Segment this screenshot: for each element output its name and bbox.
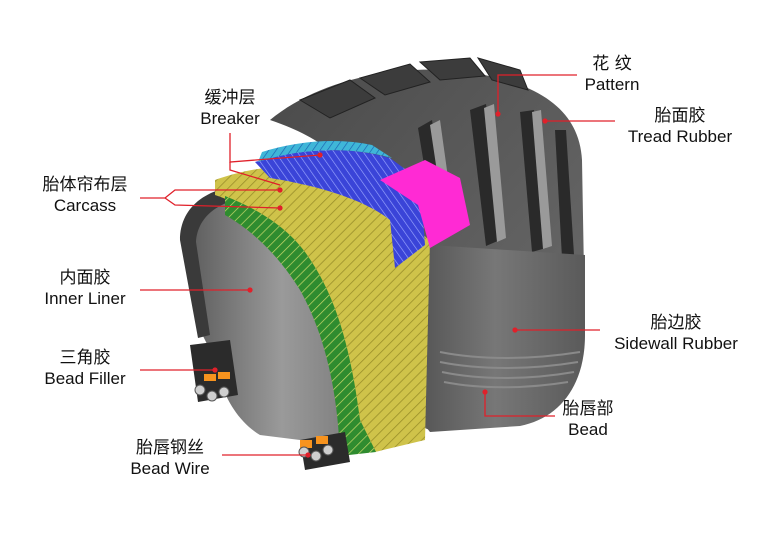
label-tread-rubber-cn: 胎面胶: [654, 106, 706, 126]
leader-carcass: [140, 189, 280, 199]
leader-carcass-2: [164, 197, 281, 209]
label-sidewall-rubber-cn: 胎边胶: [650, 313, 702, 333]
sidewall-ribs: [439, 351, 581, 389]
label-bead: 胎唇部 Bead: [548, 399, 628, 440]
tread-pattern-blocks: [298, 57, 529, 119]
label-breaker: 缓冲层 Breaker: [185, 88, 275, 129]
label-breaker-cn: 缓冲层: [204, 88, 256, 108]
label-bead-wire-en: Bead Wire: [130, 459, 210, 478]
label-bead-filler-cn: 三角胶: [59, 348, 111, 368]
label-bead-en: Bead: [568, 420, 608, 439]
label-sidewall-rubber-en: Sidewall Rubber: [614, 334, 738, 353]
label-bead-cn: 胎唇部: [562, 399, 614, 419]
leader-dots: [212, 111, 548, 458]
label-inner-liner-en: Inner Liner: [44, 289, 126, 308]
carcass-green-ply: [225, 196, 376, 456]
leader-breaker-2: [229, 162, 281, 186]
label-bead-filler-en: Bead Filler: [44, 369, 126, 388]
label-inner-liner: 内面胶 Inner Liner: [25, 268, 145, 309]
label-pattern-cn: 花 纹: [592, 54, 632, 74]
breaker-cyan: [258, 140, 392, 162]
label-pattern: 花 纹 Pattern: [572, 54, 652, 95]
belt-magenta: [380, 160, 470, 248]
leader-bead: [484, 392, 555, 417]
label-tread-rubber-en: Tread Rubber: [627, 127, 733, 146]
label-bead-wire-cn: 胎唇钢丝: [136, 438, 204, 458]
leader-pattern: [497, 74, 577, 113]
label-bead-wire: 胎唇钢丝 Bead Wire: [110, 438, 230, 479]
label-inner-liner-cn: 内面胶: [59, 268, 111, 288]
bead-area: [298, 432, 350, 470]
label-sidewall-rubber: 胎边胶 Sidewall Rubber: [598, 313, 754, 354]
inner-rim-edge: [180, 185, 262, 338]
label-carcass-cn: 胎体帘布层: [42, 175, 128, 195]
carcass-yellow-ply: [215, 165, 430, 452]
leader-lines: [140, 74, 615, 456]
label-tread-rubber: 胎面胶 Tread Rubber: [610, 106, 750, 147]
label-bead-filler: 三角胶 Bead Filler: [25, 348, 145, 389]
label-carcass: 胎体帘布层 Carcass: [25, 175, 145, 216]
label-pattern-en: Pattern: [584, 75, 640, 94]
label-breaker-en: Breaker: [200, 109, 260, 128]
label-carcass-en: Carcass: [53, 196, 117, 215]
